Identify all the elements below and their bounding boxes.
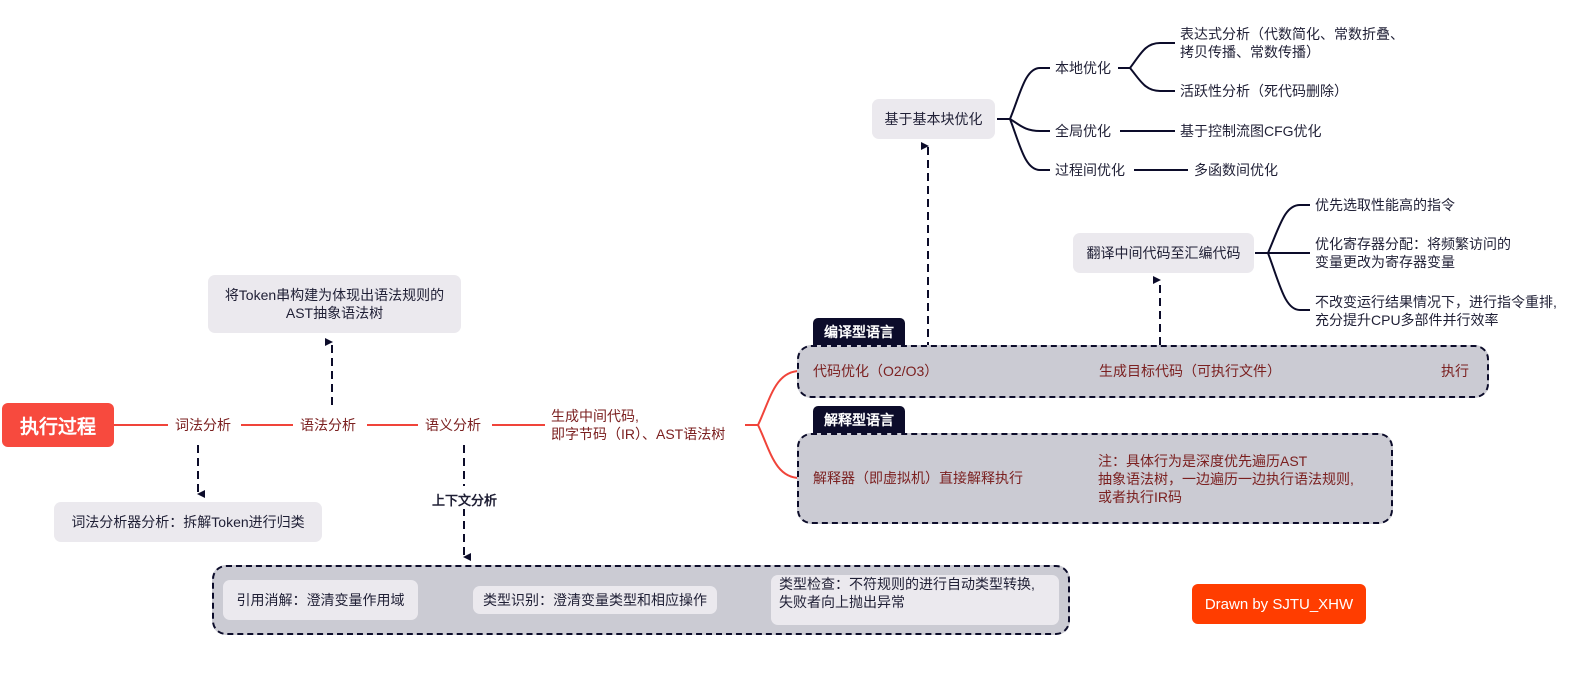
node-multi-function-optimization[interactable]: 多函数间优化 (1194, 162, 1278, 178)
instruction-reordering-line1: 不改变运行结果情况下，进行指令重排, (1315, 294, 1557, 310)
node-expression-analysis[interactable]: 表达式分析（代数简化、常数折叠、 拷贝传播、常数传播） (1180, 25, 1404, 61)
node-interpreter[interactable]: 解释器（即虚拟机）直接解释执行 (813, 470, 1023, 486)
edge-bb-interproc (1009, 118, 1050, 171)
node-generate-target-code[interactable]: 生成目标代码（可执行文件） (1099, 363, 1281, 379)
root-node[interactable]: 执行过程 (2, 403, 114, 447)
lexical-note-card[interactable]: 词法分析器分析：拆解Token进行归类 (54, 502, 322, 542)
lexical-note-text: 词法分析器分析：拆解Token进行归类 (71, 514, 305, 530)
semantic-step-type-check-line1: 类型检查：不符规则的进行自动类型转换, (779, 576, 1035, 592)
syntax-note-line1: 将Token串构建为体现出语法规则的 (224, 287, 445, 303)
syntax-note-card[interactable]: 将Token串构建为体现出语法规则的 AST抽象语法树 (208, 275, 461, 333)
interpreter-note-line3: 或者执行IR码 (1098, 489, 1182, 505)
edge-cg-reorder (1267, 252, 1310, 311)
semantic-step-type-check[interactable]: 类型检查：不符规则的进行自动类型转换, 失败者向上抛出异常 (771, 575, 1059, 625)
generate-ir-line2: 即字节码（IR）、AST语法树 (551, 426, 726, 442)
register-allocation-line2: 变量更改为寄存器变量 (1315, 254, 1455, 270)
semantic-step-type-check-line2: 失败者向上抛出异常 (779, 594, 905, 610)
instruction-reordering-line2: 充分提升CPU多部件并行效率 (1315, 312, 1499, 328)
syntax-note-line2: AST抽象语法树 (285, 305, 384, 321)
interpreted-language-group (797, 433, 1393, 524)
codegen-text: 翻译中间代码至汇编代码 (1086, 245, 1241, 261)
interpreted-language-tag: 解释型语言 (813, 406, 905, 434)
semantic-step-reference-text: 引用消解：澄清变量作用域 (236, 592, 405, 608)
edge-local-live (1129, 67, 1175, 92)
context-analysis-label: 上下文分析 (431, 490, 499, 509)
semantic-step-type-identify-text: 类型识别：澄清变量类型和相应操作 (483, 592, 707, 608)
edge-local-expr (1118, 42, 1175, 69)
root-label: 执行过程 (19, 416, 96, 438)
node-interprocedural-optimization[interactable]: 过程间优化 (1055, 162, 1125, 178)
generate-ir-line1: 生成中间代码, (551, 408, 639, 424)
compiled-language-tag-text: 编译型语言 (824, 324, 894, 340)
node-execute[interactable]: 执行 (1441, 363, 1469, 379)
edge-bb-global (1009, 118, 1050, 132)
node-global-optimization[interactable]: 全局优化 (1055, 123, 1111, 139)
basic-block-optimization-card[interactable]: 基于基本块优化 (872, 99, 995, 139)
node-code-optimization[interactable]: 代码优化（O2/O3） (813, 363, 939, 379)
node-syntax-analysis[interactable]: 语法分析 (300, 417, 356, 433)
node-semantic-analysis[interactable]: 语义分析 (425, 417, 481, 433)
edge-bb-local (997, 67, 1050, 120)
node-interpreter-note[interactable]: 注：具体行为是深度优先遍历AST 抽象语法树，一边遍历一边执行语法规则, 或者执… (1098, 452, 1354, 506)
node-liveness-analysis[interactable]: 活跃性分析（死代码删除） (1180, 83, 1348, 99)
codegen-card[interactable]: 翻译中间代码至汇编代码 (1073, 233, 1254, 273)
semantic-step-type-identify[interactable]: 类型识别：澄清变量类型和相应操作 (473, 586, 717, 614)
compiled-language-group (797, 345, 1489, 398)
expression-analysis-line1: 表达式分析（代数简化、常数折叠、 (1180, 26, 1404, 42)
node-register-allocation[interactable]: 优化寄存器分配：将频繁访问的 变量更改为寄存器变量 (1315, 235, 1511, 271)
interpreter-note-line2: 抽象语法树，一边遍历一边执行语法规则, (1098, 471, 1354, 487)
expression-analysis-line2: 拷贝传播、常数传播） (1180, 44, 1320, 60)
register-allocation-line1: 优化寄存器分配：将频繁访问的 (1315, 236, 1511, 252)
semantic-step-reference[interactable]: 引用消解：澄清变量作用域 (223, 580, 418, 620)
interpreter-note-line1: 注：具体行为是深度优先遍历AST (1098, 453, 1308, 469)
node-select-instructions[interactable]: 优先选取性能高的指令 (1315, 197, 1455, 213)
interpreted-language-tag-text: 解释型语言 (824, 412, 894, 428)
basic-block-optimization-text: 基于基本块优化 (884, 111, 983, 127)
node-instruction-reordering[interactable]: 不改变运行结果情况下，进行指令重排, 充分提升CPU多部件并行效率 (1315, 293, 1557, 329)
node-lexical-analysis[interactable]: 词法分析 (175, 417, 231, 433)
node-cfg-optimization[interactable]: 基于控制流图CFG优化 (1180, 123, 1322, 139)
edge-cg-instr (1255, 204, 1310, 254)
node-local-optimization[interactable]: 本地优化 (1055, 60, 1111, 76)
compiled-language-tag: 编译型语言 (813, 318, 905, 346)
node-generate-ir[interactable]: 生成中间代码, 即字节码（IR）、AST语法树 (551, 407, 725, 443)
credit-badge: Drawn by SJTU_XHW (1192, 584, 1366, 624)
credit-text: Drawn by SJTU_XHW (1204, 595, 1354, 613)
